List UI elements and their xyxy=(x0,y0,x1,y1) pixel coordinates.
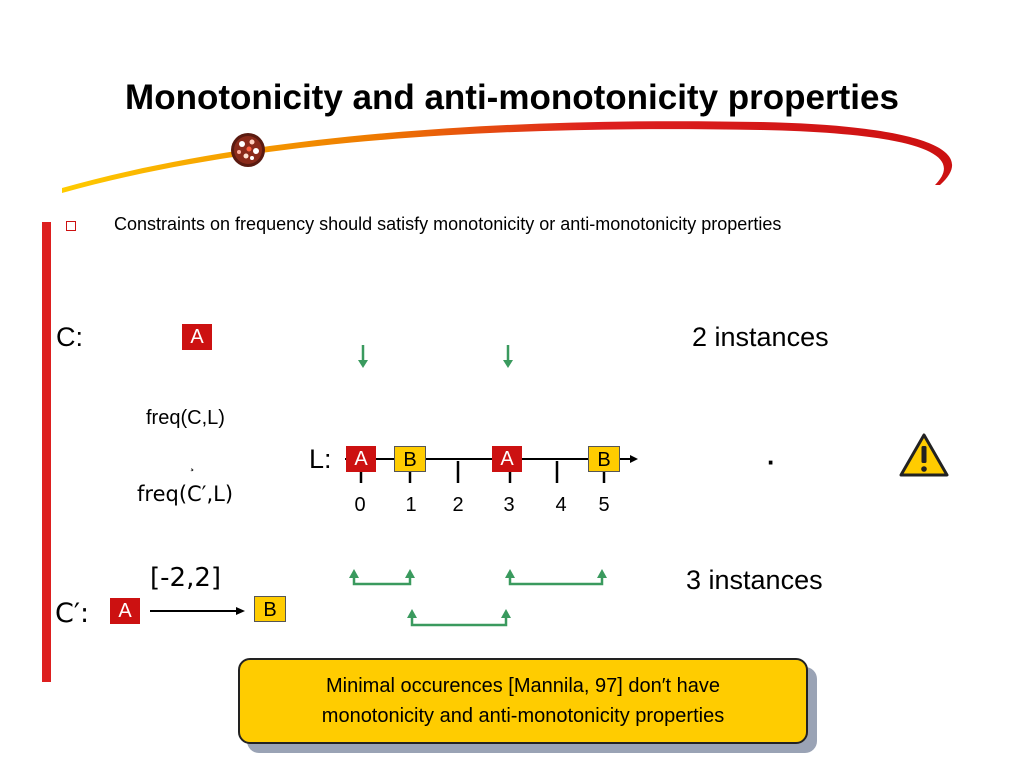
sequence-label: L: xyxy=(309,444,332,474)
tick-label: 0 xyxy=(354,494,366,516)
tick-label: 5 xyxy=(598,494,610,516)
logo-icon xyxy=(231,133,265,167)
note-callout: Minimal occurences [Mannila, 97] don′t h… xyxy=(238,658,808,744)
down-arrow-icon xyxy=(358,345,513,368)
sequence-event-b-1: B xyxy=(394,446,426,472)
sequence-event-a-1: A xyxy=(346,446,376,472)
tick-label: 4 xyxy=(555,494,567,516)
c-label: C: xyxy=(56,322,83,352)
c-instances: 2 instances xyxy=(692,322,829,352)
cprime-instances: 3 instances xyxy=(686,565,823,595)
note-line-1: Minimal occurences [Mannila, 97] don′t h… xyxy=(326,675,720,697)
warning-icon xyxy=(899,433,949,477)
cprime-item-b: B xyxy=(254,596,286,622)
note-line-2: monotonicity and anti-monotonicity prope… xyxy=(321,705,725,727)
freq-c-l: freq(C,L) xyxy=(146,407,225,429)
square-bullet-icon xyxy=(66,221,76,231)
tick-label: 1 xyxy=(405,494,417,516)
sequence-event-a-2: A xyxy=(492,446,522,472)
interval-arrow-icon xyxy=(150,607,245,615)
interval-label: [-2,2] xyxy=(150,563,222,593)
title-swoosh xyxy=(62,121,953,193)
c-item-a: A xyxy=(182,324,212,350)
page-title: Monotonicity and anti-monotonicity prope… xyxy=(125,78,899,117)
cprime-item-a: A xyxy=(110,598,140,624)
dot-marker: · xyxy=(767,447,776,477)
sequence-diagram xyxy=(345,345,638,627)
cprime-label: C′: xyxy=(55,598,90,629)
freq-cprime-l: freq(C′,L) xyxy=(137,482,234,506)
bracket-arrow-icon xyxy=(352,576,604,627)
tick-label: 3 xyxy=(503,494,515,516)
left-accent-bar xyxy=(42,222,51,682)
tick-label: 2 xyxy=(452,494,464,516)
bullet-text: Constraints on frequency should satisfy … xyxy=(114,214,782,234)
freq-operator: ¸ xyxy=(190,455,195,471)
sequence-event-b-2: B xyxy=(588,446,620,472)
